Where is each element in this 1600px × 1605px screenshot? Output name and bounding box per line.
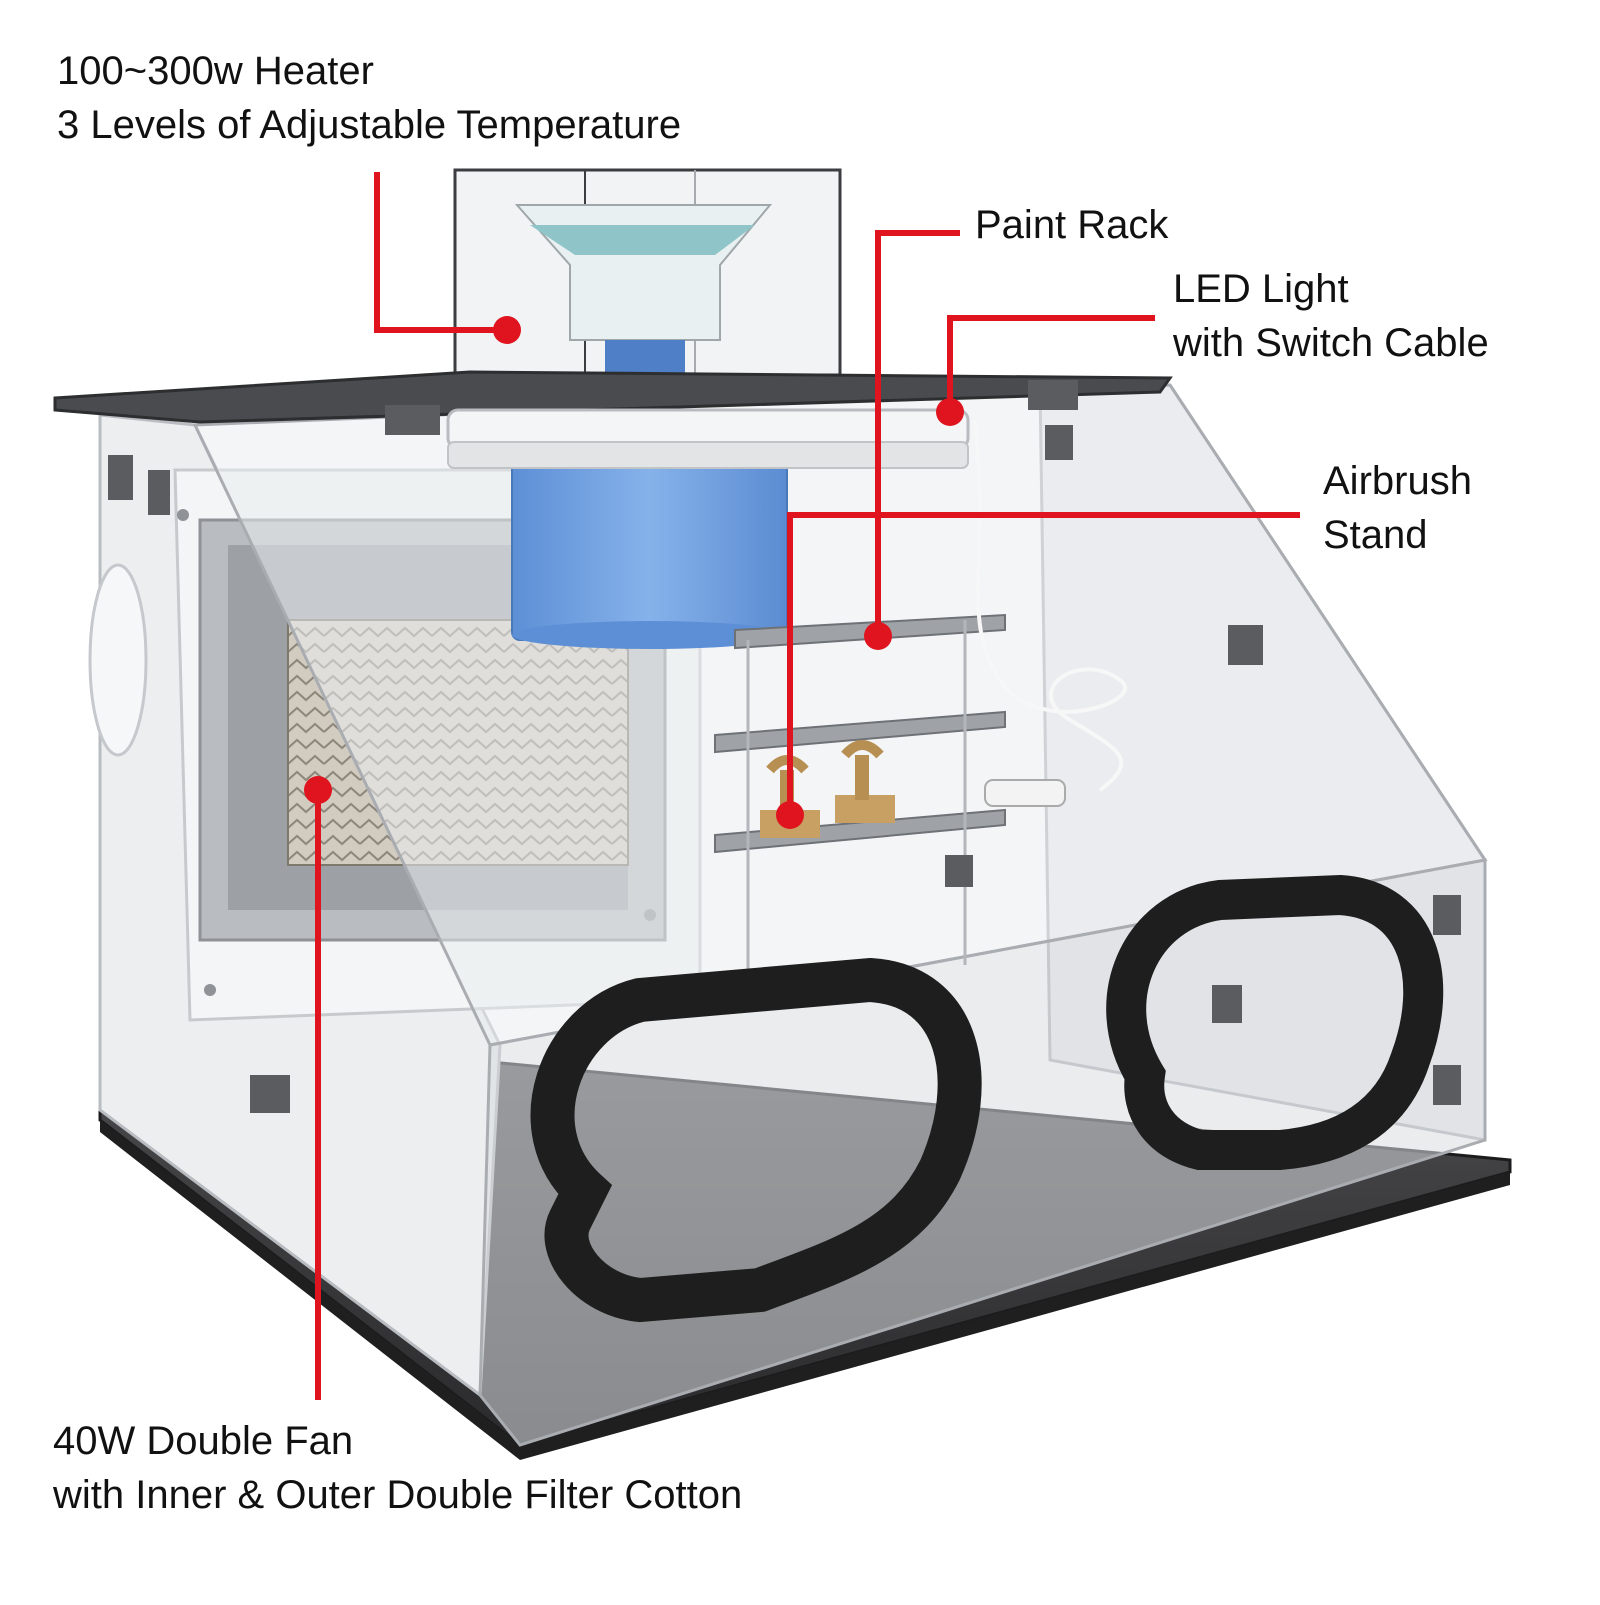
heater-callout-line — [374, 172, 505, 333]
switch-box — [984, 779, 1066, 807]
airbrush-stand-label-line1: Airbrush — [1323, 459, 1472, 503]
paint-rack-callout-line — [875, 230, 960, 636]
heater-label-line1: 100~300w Heater — [57, 49, 374, 93]
hinges — [108, 380, 1461, 1113]
callout-dots — [304, 316, 964, 829]
fan-label-line1: 40W Double Fan — [53, 1419, 354, 1463]
led-light-label-line1: LED Light — [1173, 267, 1349, 311]
airbrush-callout-line — [787, 512, 1300, 815]
led-light-callout-label: LED Light with Switch Cable — [1173, 262, 1489, 370]
paint-rack-callout-label: Paint Rack — [975, 198, 1168, 252]
paint-rack-label: Paint Rack — [975, 203, 1169, 247]
glove-port-right — [1106, 874, 1444, 1170]
led-callout-line — [947, 315, 1155, 410]
blue-duct — [511, 454, 788, 641]
airbrush-stand-callout-label: Airbrush Stand — [1323, 454, 1472, 562]
top-lid — [53, 370, 1173, 424]
fan-callout-label: 40W Double Fan with Inner & Outer Double… — [53, 1414, 742, 1522]
fan-housing — [88, 563, 148, 757]
heater-callout-label: 100~300w Heater 3 Levels of Adjustable T… — [57, 44, 681, 152]
callout-lines — [315, 172, 1300, 1400]
glove-port-left — [530, 957, 982, 1323]
heater-label-line2: 3 Levels of Adjustable Temperature — [57, 103, 682, 147]
airbrush-stand-label-line2: Stand — [1323, 513, 1428, 557]
led-light-label-line2: with Switch Cable — [1173, 321, 1489, 365]
fan-label-line2: with Inner & Outer Double Filter Cotton — [53, 1473, 743, 1517]
switch-cable — [973, 419, 1128, 792]
